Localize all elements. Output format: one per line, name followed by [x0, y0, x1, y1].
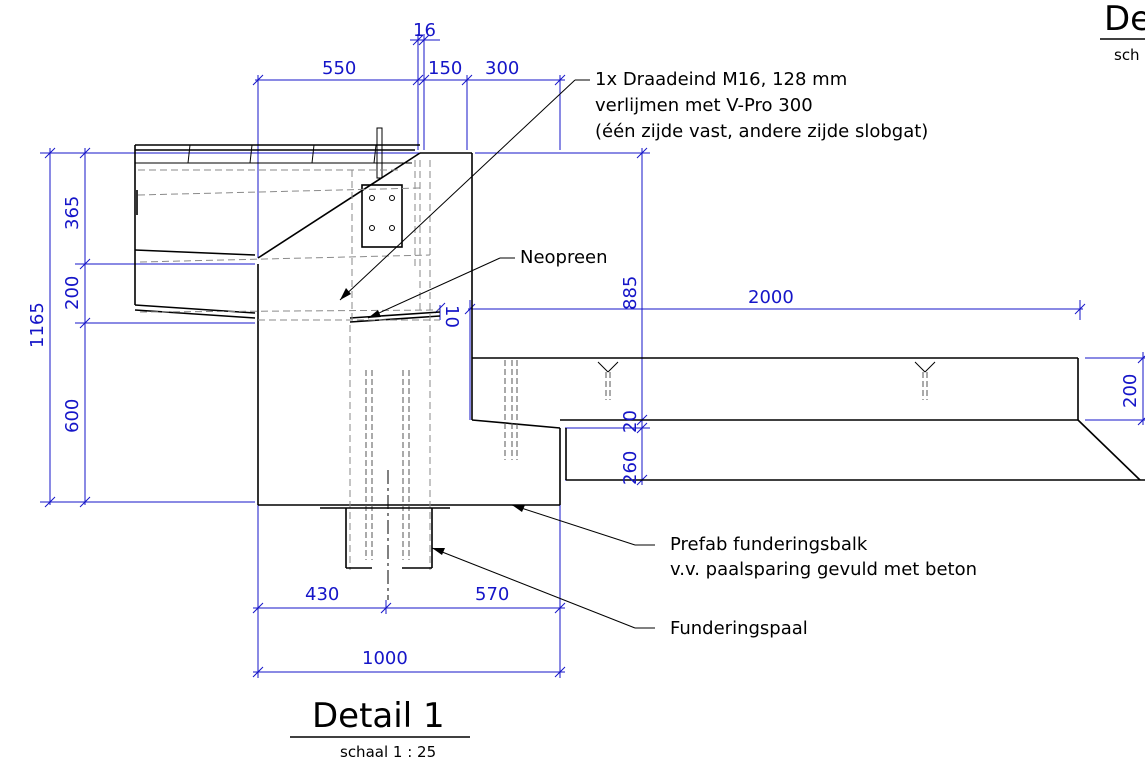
dim-200-right: 200 — [1120, 374, 1141, 408]
annotations: 1x Draadeind M16, 128 mm verlijmen met V… — [520, 69, 977, 639]
dim-20: 20 — [620, 410, 641, 433]
foundation-pile — [320, 470, 450, 600]
note-funderingsbalk-line-1: Prefab funderingsbalk — [670, 534, 868, 555]
dim-300: 300 — [485, 58, 519, 79]
dim-885: 885 — [620, 276, 641, 310]
approach-slab — [472, 357, 1145, 481]
dim-550: 550 — [322, 58, 356, 79]
note-funderingspaal: Funderingspaal — [670, 618, 808, 639]
note-funderingsbalk-line-2: v.v. paalsparing gevuld met beton — [670, 559, 977, 580]
dim-365: 365 — [62, 196, 83, 230]
note-draadeind-line-2: verlijmen met V-Pro 300 — [595, 95, 813, 116]
note-neopreen: Neopreen — [520, 247, 608, 268]
note-draadeind-line-3: (één zijde vast, andere zijde slobgat) — [595, 121, 928, 142]
note-draadeind-line-1: 1x Draadeind M16, 128 mm — [595, 69, 847, 90]
dim-1000: 1000 — [362, 648, 408, 669]
dimension-lines — [40, 34, 1145, 678]
dim-16: 16 — [413, 20, 436, 41]
leader-lines — [339, 79, 655, 629]
dim-260: 260 — [620, 451, 641, 485]
detail-title: Detail 1 — [312, 696, 445, 736]
dim-10: 10 — [441, 305, 462, 328]
hidden-lines — [137, 160, 518, 570]
dim-2000: 2000 — [748, 287, 794, 308]
detail-scale: schaal 1 : 25 — [340, 743, 436, 761]
side-detail-scale: sch — [1114, 46, 1140, 64]
side-detail-title: De — [1104, 0, 1145, 39]
dim-200-left: 200 — [62, 276, 83, 310]
dowel-symbols — [597, 361, 936, 400]
existing-structure — [134, 127, 561, 506]
title-block: Detail 1 schaal 1 : 25 De sch — [290, 0, 1145, 761]
dim-430: 430 — [305, 584, 339, 605]
dim-150: 150 — [428, 58, 462, 79]
dimension-labels: 16 550 150 300 1165 365 200 600 885 10 2… — [27, 20, 1141, 669]
dim-600: 600 — [62, 399, 83, 433]
dim-1165: 1165 — [27, 302, 48, 348]
dim-570: 570 — [475, 584, 509, 605]
